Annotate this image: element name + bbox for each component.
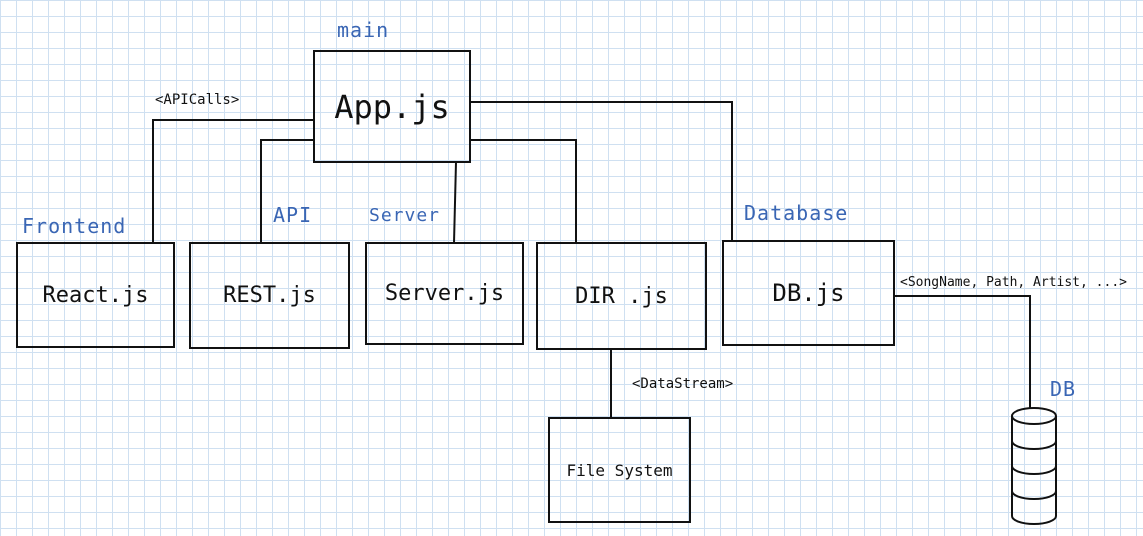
file-system-box: File System — [548, 417, 691, 523]
section-label-server: Server — [369, 205, 441, 226]
dir-js-box: DIR .js — [536, 242, 707, 350]
data-stream-annotation: <DataStream> — [632, 376, 734, 392]
connector-app-rest — [260, 139, 314, 243]
db-js-label: DB.js — [772, 279, 845, 307]
server-js-label: Server.js — [384, 281, 505, 306]
dir-js-label: DIR .js — [575, 283, 668, 309]
file-system-label: File System — [566, 460, 673, 480]
section-label-api: API — [273, 203, 313, 227]
connector-app-react — [152, 119, 314, 243]
connector-app-dir — [470, 139, 577, 243]
server-js-box: Server.js — [365, 242, 524, 345]
database-cylinder-icon — [1011, 407, 1057, 525]
connector-db-storage — [894, 295, 1031, 408]
app-js-label: App.js — [334, 87, 450, 126]
section-label-database: Database — [744, 201, 849, 225]
rest-js-label: REST.js — [223, 283, 316, 308]
section-label-db: DB — [1050, 377, 1077, 401]
react-js-box: React.js — [16, 242, 175, 348]
api-calls-annotation: <APICalls> — [155, 92, 240, 108]
db-fields-annotation: <SongName, Path, Artist, ...> — [900, 275, 1127, 290]
rest-js-box: REST.js — [189, 242, 350, 349]
section-label-main: main — [337, 18, 390, 42]
connector-app-db — [470, 101, 733, 241]
react-js-label: React.js — [42, 282, 149, 308]
connector-app-server — [453, 161, 457, 244]
section-label-frontend: Frontend — [22, 214, 127, 238]
db-js-box: DB.js — [722, 240, 895, 346]
app-js-box: App.js — [313, 50, 471, 163]
